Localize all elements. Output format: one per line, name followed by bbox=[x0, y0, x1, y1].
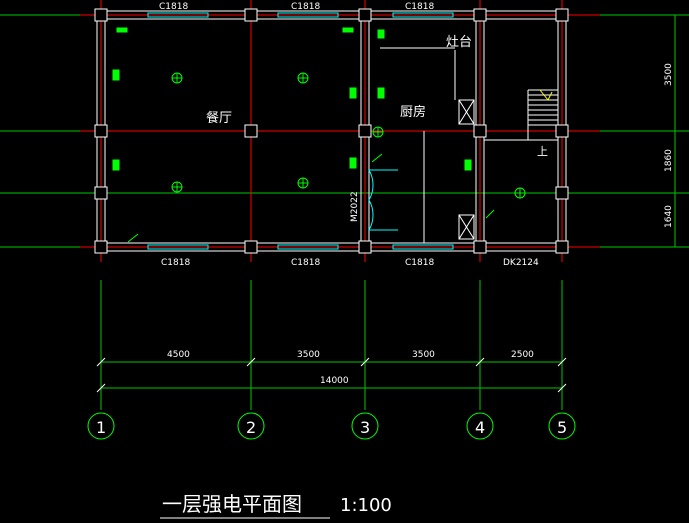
axis-label-1: 1 bbox=[96, 418, 106, 437]
door-swing bbox=[368, 169, 398, 231]
electrical-fixtures bbox=[112, 27, 472, 171]
light-fixture-icons bbox=[127, 72, 526, 243]
drawing-title: 一层强电平面图 bbox=[162, 492, 302, 516]
window-label-top-3: C1818 bbox=[405, 2, 434, 12]
columns bbox=[94, 8, 569, 254]
axis-label-4: 4 bbox=[475, 418, 485, 437]
dimension-right-bottom: 1640 bbox=[664, 205, 674, 228]
axis-bubbles bbox=[87, 412, 576, 440]
axis-grid-lines bbox=[80, 0, 600, 262]
dimension-ticks bbox=[96, 357, 567, 393]
room-label-dining: 餐厅 bbox=[206, 110, 232, 126]
axis-label-5: 5 bbox=[557, 418, 567, 437]
window-label-bottom-1: C1818 bbox=[161, 258, 190, 268]
room-label-stove: 灶台 bbox=[446, 35, 472, 50]
dimension-right-mid: 1860 bbox=[664, 149, 674, 172]
dimension-right-top: 3500 bbox=[664, 63, 674, 86]
dimension-span-3-4: 3500 bbox=[412, 350, 435, 360]
kitchen-fixtures bbox=[458, 99, 475, 240]
window-label-top-1: C1818 bbox=[159, 2, 188, 12]
stair-arrow-icon bbox=[539, 89, 553, 101]
dimension-span-2-3: 3500 bbox=[297, 350, 320, 360]
room-label-kitchen: 厨房 bbox=[400, 104, 426, 120]
axis-label-3: 3 bbox=[360, 418, 370, 437]
dimension-span-4-5: 2500 bbox=[511, 350, 534, 360]
dimension-span-1-2: 4500 bbox=[167, 350, 190, 360]
axis-label-2: 2 bbox=[246, 418, 256, 437]
bottom-dimension-lines bbox=[100, 280, 563, 410]
window-label-bottom-2: C1818 bbox=[291, 258, 320, 268]
window-label-bottom-3: C1818 bbox=[405, 258, 434, 268]
door-label-dk: DK2124 bbox=[503, 258, 539, 268]
drawing-scale: 1:100 bbox=[340, 495, 392, 516]
window-label-top-2: C1818 bbox=[291, 2, 320, 12]
stair-icon bbox=[484, 89, 558, 141]
door-label-m: M2022 bbox=[350, 191, 360, 222]
windows bbox=[147, 12, 454, 250]
stair-up-label: 上 bbox=[537, 145, 548, 158]
dimension-total: 14000 bbox=[320, 376, 349, 386]
